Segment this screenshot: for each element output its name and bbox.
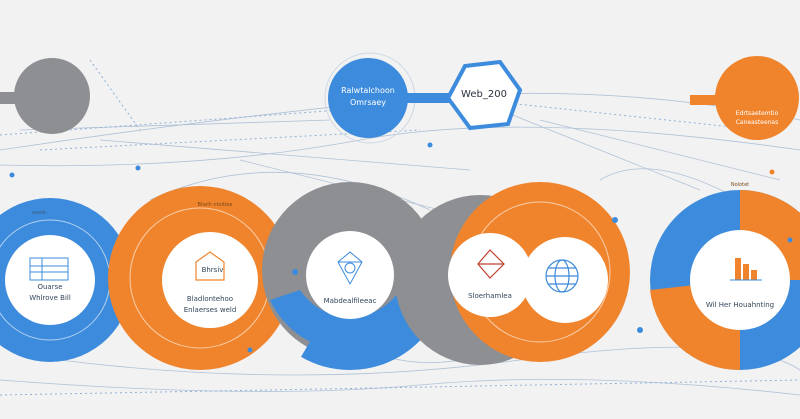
- top-right-node-line-2: Caneasteenas: [735, 119, 779, 126]
- network-hex-icon: [337, 251, 363, 286]
- small-tag-2: Bhelh ntoitiee: [197, 202, 233, 208]
- node-5-disc: [522, 237, 608, 323]
- top-center-node-title: Ralwtalchoon: [341, 86, 395, 95]
- node-3-disc: [306, 231, 394, 319]
- node-2-label-1: Bhrsiv: [201, 266, 224, 274]
- connector-line: [0, 379, 800, 396]
- molecule-hex-icon: [477, 249, 505, 279]
- top-right-arm: [690, 95, 730, 105]
- top-right-node: [715, 56, 799, 140]
- node-1-label-2: Whlrove Bill: [29, 294, 71, 302]
- node-3-label-1: Mabdealfileeac: [323, 297, 377, 305]
- hex-badge: [445, 59, 523, 131]
- connector-line: [0, 126, 800, 167]
- blueprint-icon: [29, 257, 69, 281]
- connector-line: [599, 168, 741, 201]
- globe-icon: [545, 259, 579, 293]
- connector-line: [99, 139, 471, 171]
- dotted-line: [89, 59, 141, 131]
- top-center-node-subtitle: Omrsaey: [349, 98, 387, 107]
- small-tag-3: Nolotet: [730, 182, 750, 188]
- small-tag-1: eeole: [32, 210, 46, 216]
- decorative-dots: [9, 142, 793, 353]
- top-left-node: [14, 58, 90, 134]
- node-2-label-3: Enlaerses weld: [183, 306, 237, 314]
- top-center-node: [328, 58, 408, 138]
- node-4-label-1: Sloerhamlea: [468, 292, 512, 300]
- house-icon: [195, 251, 225, 281]
- chart-icon: [730, 258, 762, 281]
- node-1-label-1: Ouarse: [37, 283, 63, 291]
- node-2-label-2: Bladlontehoo: [186, 295, 234, 303]
- connector-line: [499, 109, 701, 191]
- dotted-line: [479, 99, 761, 131]
- dotted-line: [39, 129, 421, 151]
- decorative-dots-orange: [162, 169, 775, 348]
- top-right-node-line-1: Edrtsaetemtio: [735, 110, 779, 117]
- top-center-arm: [395, 93, 450, 103]
- hex-badge-label: Web_200: [461, 89, 507, 100]
- node-4-disc: [448, 233, 532, 317]
- node-6-label-1: Wil Her Houahnting: [705, 301, 775, 309]
- connector-line: [539, 119, 781, 181]
- dotted-line: [0, 379, 800, 396]
